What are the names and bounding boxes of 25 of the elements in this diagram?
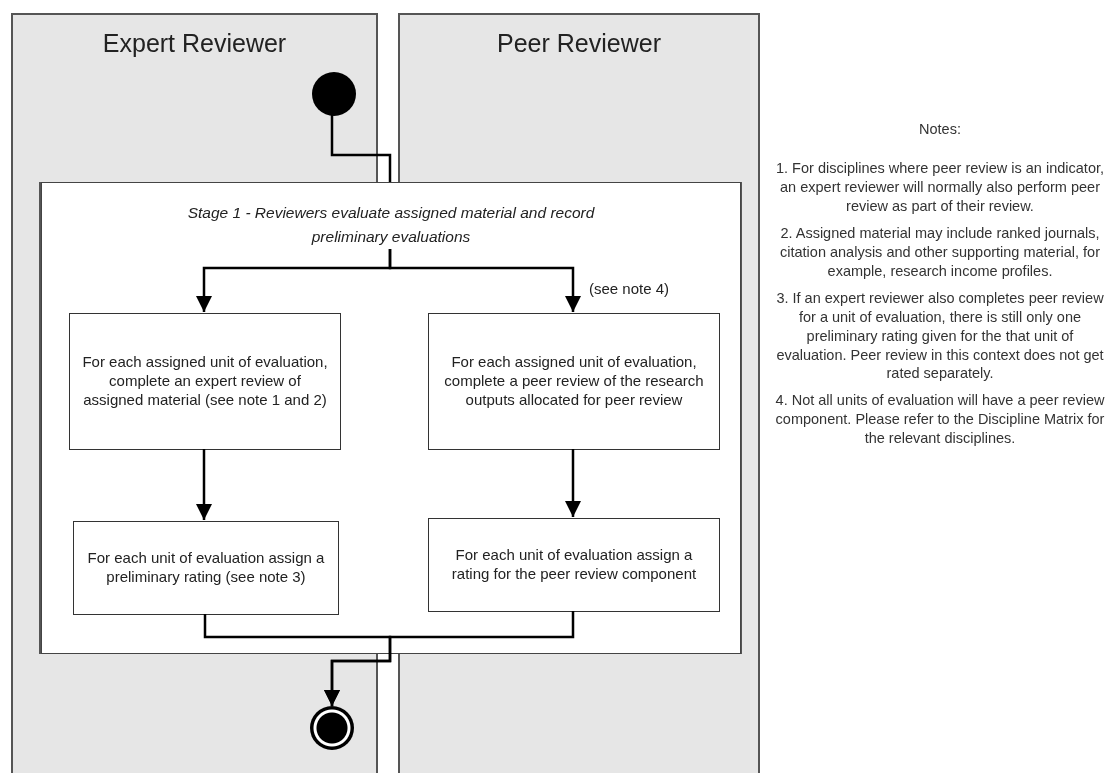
note-reference: (see note 4) [589, 280, 670, 299]
lane-title: Peer Reviewer [496, 29, 662, 58]
lane-title: Expert Reviewer [101, 29, 288, 58]
activity-box [428, 518, 720, 612]
stage-title: Stage 1 - Reviewers evaluate assigned material and record preliminary evaluations [186, 203, 596, 247]
arrow [196, 449, 212, 520]
activity-box [73, 521, 339, 615]
activity-text: For each unit of evaluation assign a rating for the peer review component [450, 546, 698, 584]
start-node [312, 72, 356, 116]
stage-frame [41, 182, 741, 654]
activity-text: For each assigned unit of evaluation, complete a peer review of the research outputs allocated for peer review [443, 353, 705, 410]
activity-box [69, 313, 341, 450]
note-text: 3. If an expert reviewer also completes peer review for a unit of evaluation, there is still only one preliminary rating given for the that unit of evaluation. Peer review in this context does not get rated separately. [775, 289, 1105, 384]
notes-heading: Notes: [918, 120, 962, 139]
note-text: 1. For disciplines where peer review is an indicator, an expert reviewer will normally also perform peer review as part of their review. [775, 159, 1105, 216]
arrow [565, 449, 581, 517]
arrow [324, 611, 575, 706]
activity-text: For each assigned unit of evaluation, complete an expert review of assigned material (see note 1 and 2) [81, 353, 329, 410]
note-text: 4. Not all units of evaluation will have a peer review component. Please refer to the Discipline Matrix for the relevant disciplines. [774, 391, 1106, 448]
swimlane [11, 13, 378, 182]
swimlane [398, 13, 760, 182]
arrow [388, 249, 581, 312]
activity-text: For each unit of evaluation assign a preliminary rating (see note 3) [86, 549, 326, 587]
connector-line [330, 114, 392, 182]
note-text: 2. Assigned material may include ranked journals, citation analysis and other supporting material, for example, research income profiles. [779, 224, 1101, 281]
